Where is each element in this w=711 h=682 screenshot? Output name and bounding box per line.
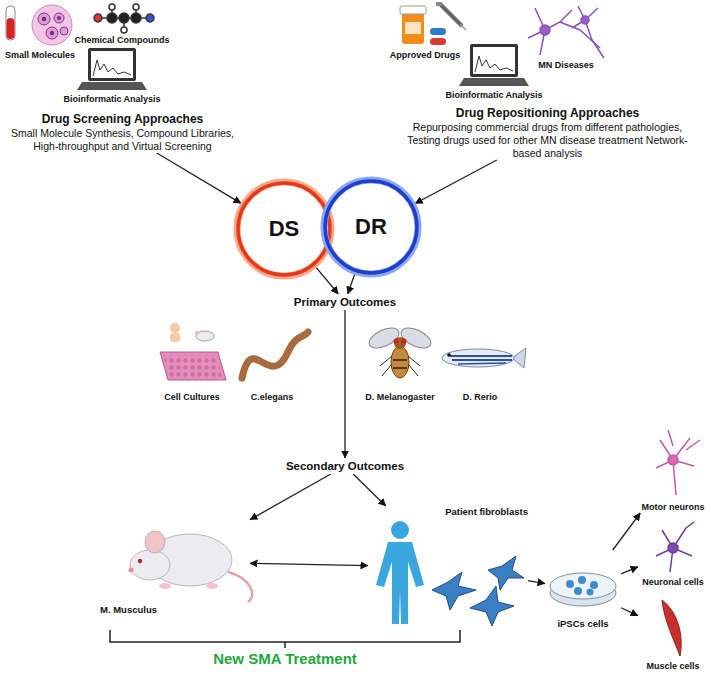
icon-label: Small Molecules xyxy=(5,50,75,61)
node-box: Secondary Outcomes xyxy=(280,458,410,474)
icon-label: Bioinformatic Analysis xyxy=(445,90,542,101)
approach-circle: DS xyxy=(233,178,335,280)
node-text: Repurposing commercial drugs from differ… xyxy=(395,121,700,160)
node-heading: Drug Screening Approaches xyxy=(42,112,204,127)
arrow-connector xyxy=(348,274,355,294)
node-text: Secondary Outcomes xyxy=(284,458,406,474)
node-box: Muscle cells xyxy=(638,592,708,672)
bracket xyxy=(110,630,460,648)
arrow-connector xyxy=(316,267,338,294)
mouse-icon xyxy=(129,531,253,602)
node-box: Patient fibroblasts xyxy=(368,506,528,628)
node-text: Muscle cells xyxy=(646,661,699,672)
node-text: Small Molecule Synthesis, Compound Libra… xyxy=(5,127,240,153)
arrow-connector xyxy=(621,608,638,616)
fibroblast-cells xyxy=(432,556,524,626)
icon-label: MN Diseases xyxy=(538,60,594,71)
fruit-fly-icon xyxy=(366,324,434,378)
node-text: iPSCs cells xyxy=(557,618,608,630)
node-text: M. Musculus xyxy=(100,604,157,616)
motor-neuron-icon xyxy=(656,430,700,495)
laptop-icon xyxy=(459,44,529,86)
neuron-icon xyxy=(528,6,604,58)
approved-drugs-icon xyxy=(400,2,466,45)
arrow-connector xyxy=(157,153,241,203)
arrow-connector xyxy=(621,567,638,574)
icon-label: Bioinformatic Analysis xyxy=(63,94,160,105)
arrow-connector xyxy=(415,160,497,203)
node-text: Primary Outcomes xyxy=(292,294,398,310)
node-box: Primary Outcomes xyxy=(285,294,405,310)
node-box: M. Musculus xyxy=(100,508,250,616)
petri-dish-icon xyxy=(550,573,616,606)
patient-figure xyxy=(376,521,424,624)
laptop-icon xyxy=(77,48,147,90)
arrow-connector xyxy=(613,513,641,550)
icon-label: Cell Cultures xyxy=(164,392,220,403)
cell-culture-plate xyxy=(160,323,226,380)
icon-label: Approved Drugs xyxy=(390,50,461,61)
test-tube-icon xyxy=(6,6,15,40)
icon-label: D. Melanogaster xyxy=(365,392,435,403)
node-text: DS xyxy=(269,216,300,242)
small-molecules-icon xyxy=(32,5,72,45)
node-box: Drug Screening ApproachesSmall Molecule … xyxy=(5,112,240,153)
node-box: iPSCs cells xyxy=(545,550,621,630)
node-text: Patient fibroblasts xyxy=(445,506,528,518)
arrow-connector xyxy=(344,310,345,458)
zebrafish-icon xyxy=(442,348,526,368)
arrow-connector xyxy=(353,474,386,506)
node-box: Drug Repositioning ApproachesRepurposing… xyxy=(395,106,700,160)
node-box: Motor neurons xyxy=(638,425,708,513)
neuronal-cell-icon xyxy=(656,522,694,572)
icon-label: Chemical Compounds xyxy=(74,35,169,46)
arrow-connector xyxy=(528,581,545,584)
icon-label: C.elegans xyxy=(251,392,294,403)
approach-circle: DR xyxy=(320,176,422,278)
muscle-cell-icon xyxy=(662,600,681,656)
node-heading: Drug Repositioning Approaches xyxy=(456,106,640,121)
arrow-connector xyxy=(250,474,331,520)
node-text: DR xyxy=(355,214,387,240)
node-box: Neuronal cells xyxy=(638,516,708,588)
c-elegans-icon xyxy=(242,332,308,378)
node-text: Neuronal cells xyxy=(642,577,704,588)
outcome-label: New SMA Treatment xyxy=(213,650,357,668)
icon-label: D. Rerio xyxy=(463,392,498,403)
node-text: Motor neurons xyxy=(642,502,705,513)
chemical-compound-icon xyxy=(94,4,154,33)
arrow-connector xyxy=(250,563,368,565)
